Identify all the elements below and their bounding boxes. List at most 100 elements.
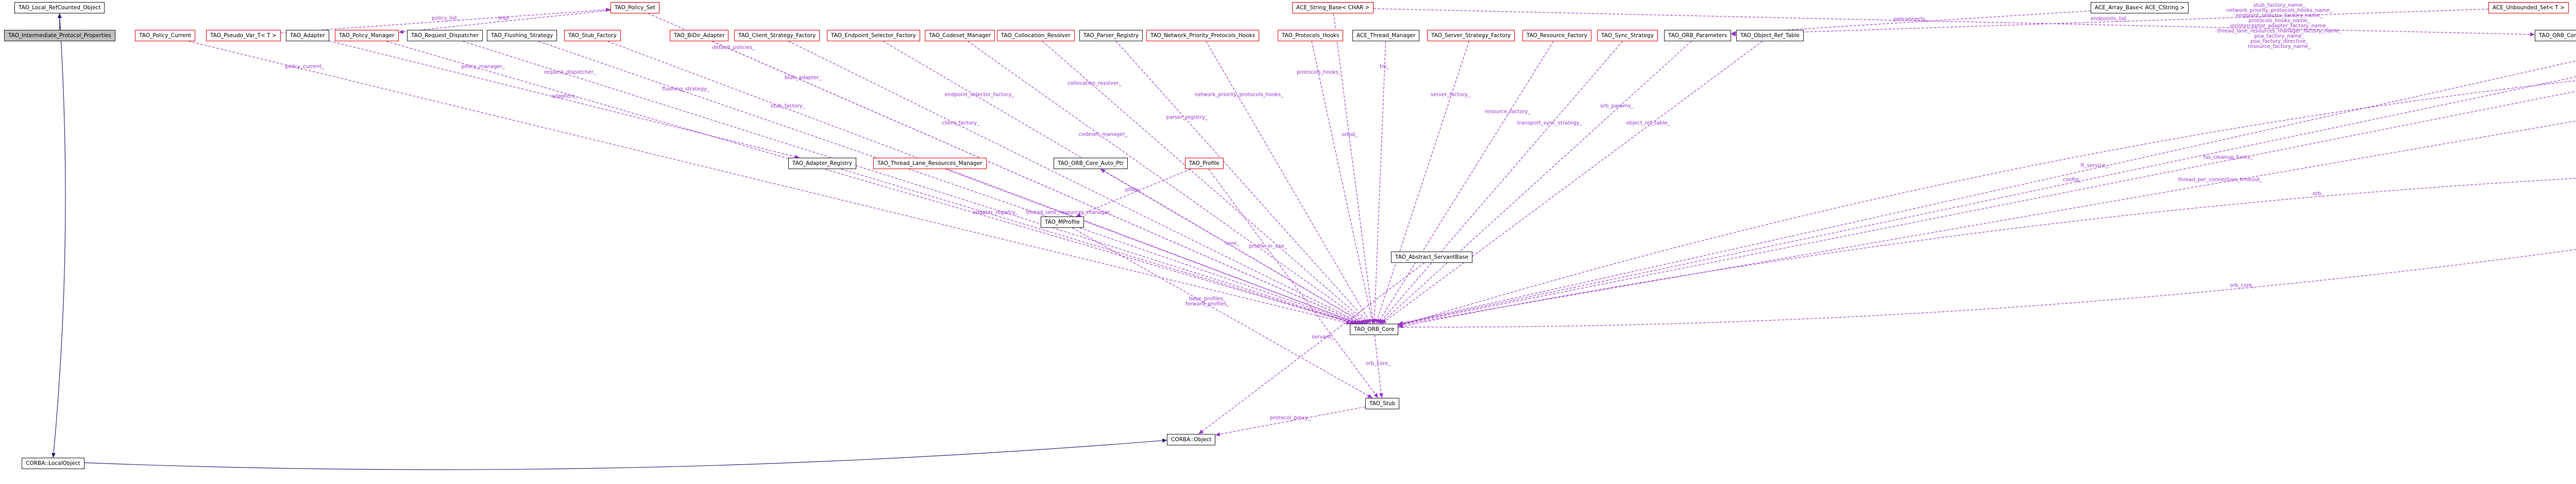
edge-B25-HUB (1398, 91, 2576, 326)
edge-label-B4-HUB: policy_manager_ (462, 64, 505, 70)
edge-label-B27-HUB: thread_per_connection_timeout_ (2178, 177, 2263, 182)
edge-label-B14-HUB: network_priority_protocols_hooks_ (1195, 92, 1284, 98)
edge-B18-HUB (1377, 41, 1554, 324)
edge-label-B25-HUB: tss_cleanup_funcs_ (2204, 155, 2253, 160)
edge-C4-STUB (1208, 169, 1379, 398)
edge-label-B15-HUB: protocols_hooks_ (1297, 70, 1342, 75)
edge-B16-HUB (1372, 41, 1386, 324)
edge-label-B13-HUB: parser_registry_ (1166, 114, 1208, 120)
class-node-B0[interactable]: TAO_Intermediate_Protocol_Properties (4, 30, 115, 41)
class-node-B13[interactable]: TAO_Parser_Registry (1079, 30, 1143, 41)
edge-label-A2-HUB: default_policies_ (712, 45, 755, 51)
edge-label-C5-HUB: orb_ (2313, 191, 2325, 196)
edge-B11-HUB (968, 41, 1366, 324)
edge-label-STUB-OBJ: protocol_proxy_ (1270, 415, 1311, 421)
edge-B23-HUB (1398, 60, 2576, 325)
edge-C5-HUB (1398, 178, 2576, 328)
edge-label-B16-HUB: tm_ (1380, 64, 1390, 70)
edge-label-B10-HUB: endpoint_selector_factory_ (945, 92, 1014, 98)
class-node-B4[interactable]: TAO_Policy_Manager (335, 30, 399, 41)
class-node-B10[interactable]: TAO_Endpoint_Selector_Factory (827, 30, 920, 41)
edge-label-A4-B20: preconnects_ (1894, 16, 1928, 22)
edge-B7-HUB (607, 41, 1359, 324)
edge-B5-HUB (463, 41, 1357, 325)
edge-label-B12-HUB: collocation_resolver_ (1067, 81, 1122, 87)
class-node-A4[interactable]: ACE_Array_Base< ACE_CString > (2091, 2, 2189, 13)
edge-B17-HUB (1375, 41, 1469, 324)
class-node-A2[interactable]: TAO_Policy_Set (611, 2, 659, 13)
class-node-B14[interactable]: TAO_Network_Priority_Protocols_Hooks (1146, 30, 1260, 41)
edge-label-B17-HUB: server_factory_ (1431, 92, 1471, 98)
class-node-A5[interactable]: ACE_Unbounded_Set< T > (2488, 2, 2569, 13)
class-node-C2[interactable]: TAO_Thread_Lane_Resources_Manager (873, 158, 987, 169)
edge-label-B24-HUB: config_ (2063, 177, 2082, 183)
class-node-A1[interactable]: TAO_Local_RefCounted_Object (14, 2, 105, 13)
edge-label-A3-HUB: orbid_ (1342, 132, 1358, 138)
class-node-B5[interactable]: TAO_Request_Dispatcher (407, 30, 483, 41)
class-node-C1[interactable]: TAO_Adapter_Registry (788, 158, 857, 169)
class-node-B20[interactable]: TAO_ORB_Parameters (1664, 30, 1732, 41)
edge-C2-HUB (945, 169, 1359, 324)
edge-label-C1-HUB: adapter_registry_ (973, 210, 1018, 215)
class-node-D1[interactable]: TAO_MProfile (1041, 216, 1084, 228)
edge-A1-LO (52, 13, 66, 458)
class-node-B3[interactable]: TAO_Adapter (286, 30, 329, 41)
edge-B20-HUB (1380, 41, 1692, 324)
edge-label-B19-HUB: transport_sync_strategy_ (1517, 120, 1583, 126)
edge-label-B2-A2: policy_list_ (432, 15, 460, 21)
edge-B27-HUB (1398, 121, 2576, 327)
edge-label-C2-HUB: thread_lane_resources_manager_ (1026, 210, 1113, 215)
edge-B4-HUB (386, 41, 1355, 325)
class-node-B12[interactable]: TAO_Collocation_Resolver (997, 30, 1075, 41)
class-node-B1[interactable]: TAO_Policy_Current (135, 30, 196, 41)
class-node-B8[interactable]: TAO_BiDir_Adapter (670, 30, 729, 41)
edge-A5-B20 (1731, 9, 2489, 37)
edge-B8-HUB (712, 41, 1361, 324)
edge-label-A5-B20: endpoints_list_ (2091, 16, 2129, 22)
class-node-B18[interactable]: TAO_Resource_Factory (1522, 30, 1591, 41)
edge-A3-B22 (1373, 8, 2535, 37)
class-node-B6[interactable]: TAO_Flushing_Strategy (487, 30, 557, 41)
edge-B13-HUB (1115, 41, 1369, 324)
edge-label-B9-HUB: client_factory_ (942, 120, 980, 126)
edge-B21-HUB (1381, 41, 1763, 324)
class-node-B17[interactable]: TAO_Server_Strategy_Factory (1427, 30, 1515, 41)
edge-label-HUB-C5: orb_core_ (2230, 282, 2255, 288)
class-node-B21[interactable]: TAO_Object_Ref_Table (1736, 30, 1804, 41)
class-node-B16[interactable]: ACE_Thread_Manager (1352, 30, 1420, 41)
edge-label-C4-D1: pfiles_ (1125, 187, 1142, 193)
edge-label-HUB-STUB: orb_core_ (1366, 361, 1391, 366)
class-node-B22[interactable]: TAO_ORB_Core_Static_Resources (2535, 30, 2576, 41)
edge-label-B23-HUB: ft_service_ (2080, 163, 2108, 169)
class-node-A3[interactable]: ACE_String_Base< CHAR > (1292, 2, 1374, 13)
edge-label-C4-STUB: profile_in_use_ (1249, 243, 1287, 249)
class-node-OBJ[interactable]: CORBA::Object (1167, 434, 1216, 445)
class-node-STUB[interactable]: TAO_Stub (1365, 398, 1400, 409)
edge-B3-C1 (329, 40, 800, 159)
edge-B2-A2 (280, 8, 611, 34)
edge-C1-HUB (841, 169, 1355, 325)
class-node-D2[interactable]: TAO_Abstract_ServantBase (1391, 252, 1472, 263)
class-node-LO[interactable]: CORBA::LocalObject (22, 458, 84, 469)
edge-label-B6-HUB: flushing_strategy_ (662, 87, 709, 92)
edge-label-D2-OBJ: servant_ (1312, 334, 1334, 340)
edge-B1-HUB (188, 41, 1351, 325)
class-node-HUB[interactable]: TAO_ORB_Core (1350, 324, 1399, 335)
class-node-B11[interactable]: TAO_Codeset_Manager (925, 30, 995, 41)
class-node-C4[interactable]: TAO_Profile (1185, 158, 1224, 169)
edge-STUB-OBJ (1215, 406, 1366, 437)
class-node-B7[interactable]: TAO_Stub_Factory (564, 30, 621, 41)
edge-B14-HUB (1206, 41, 1371, 324)
edge-label-HUB-C3: core_ (1226, 241, 1240, 246)
edge-label-B7-HUB: stub_factory_ (771, 104, 806, 109)
class-node-B19[interactable]: TAO_Sync_Strategy (1597, 30, 1658, 41)
class-node-B9[interactable]: TAO_Client_Strategy_Factory (734, 30, 820, 41)
class-node-B15[interactable]: TAO_Protocols_Hooks (1278, 30, 1344, 41)
edge-B24-HUB (1398, 76, 2576, 326)
edge-A2-B4 (398, 10, 611, 34)
edge-LO-OBJ (84, 438, 1167, 470)
class-node-C3[interactable]: TAO_ORB_Core_Auto_Ptr (1054, 158, 1128, 169)
edge-label-B5-HUB: request_dispatcher_ (544, 70, 597, 75)
class-node-B2[interactable]: TAO_Pseudo_Var_T< T > (206, 30, 281, 41)
